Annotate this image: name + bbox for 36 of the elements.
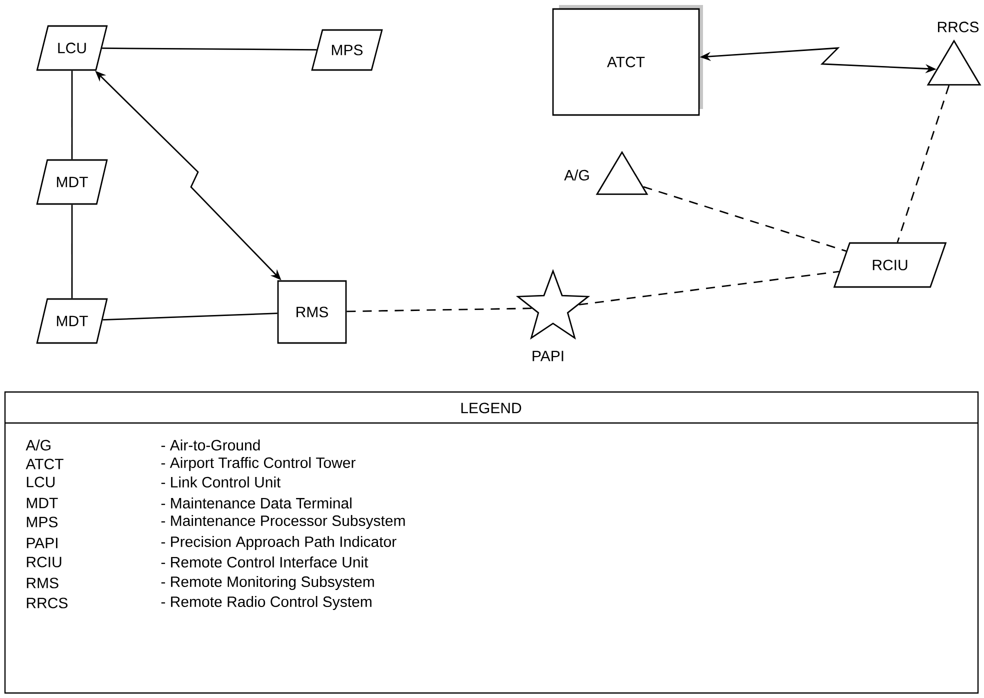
dashed-connector (346, 308, 532, 312)
legend-term: MDT (26, 498, 58, 508)
legend-definition: - Remote Radio Control System (161, 596, 372, 610)
legend-definition: - Maintenance Data Terminal (161, 498, 352, 508)
legend-term: MPS (26, 516, 58, 528)
connector-line (102, 312, 278, 321)
dashed-connector (643, 186, 846, 252)
legend-term: RRCS (26, 598, 68, 608)
dashed-connector (578, 270, 840, 306)
parallelogram-box: LCU (36, 25, 108, 71)
node-label: PAPI (532, 350, 564, 362)
legend-term: A/G (26, 440, 50, 450)
legend-definition: - Remote Control Interface Unit (161, 556, 368, 568)
legend-term: PAPI (26, 538, 58, 548)
process-box: ATCT (552, 5, 703, 116)
connector-line (102, 48, 317, 50)
legend-definition: - Link Control Unit (161, 476, 281, 488)
legend-definition: - Remote Monitoring Subsystem (161, 576, 374, 590)
legend-term: LCU (26, 476, 55, 488)
legend-definition: - Air-to-Ground (161, 440, 260, 450)
legend-term: RMS (26, 578, 58, 588)
legend-term: ATCT (26, 458, 64, 470)
legend-definition: - Precision Approach Path Indicator (161, 536, 396, 550)
node-label: RRCS (938, 22, 979, 32)
parallelogram-box: MDT (36, 159, 108, 205)
dashed-connector (896, 85, 950, 243)
legend-heading: LEGEND (461, 402, 522, 414)
legend-definition: - Airport Traffic Control Tower (161, 457, 356, 471)
connector-line (71, 204, 73, 298)
node-label: A/G (564, 170, 589, 180)
legend-definition: - Maintenance Processor Subsystem (161, 515, 405, 529)
parallelogram-box: MPS (311, 29, 383, 71)
parallelogram-box: MDT (36, 298, 108, 344)
legend-term: RCIU (26, 556, 62, 568)
connector-line (71, 70, 73, 160)
process-box: RMS (277, 280, 347, 344)
